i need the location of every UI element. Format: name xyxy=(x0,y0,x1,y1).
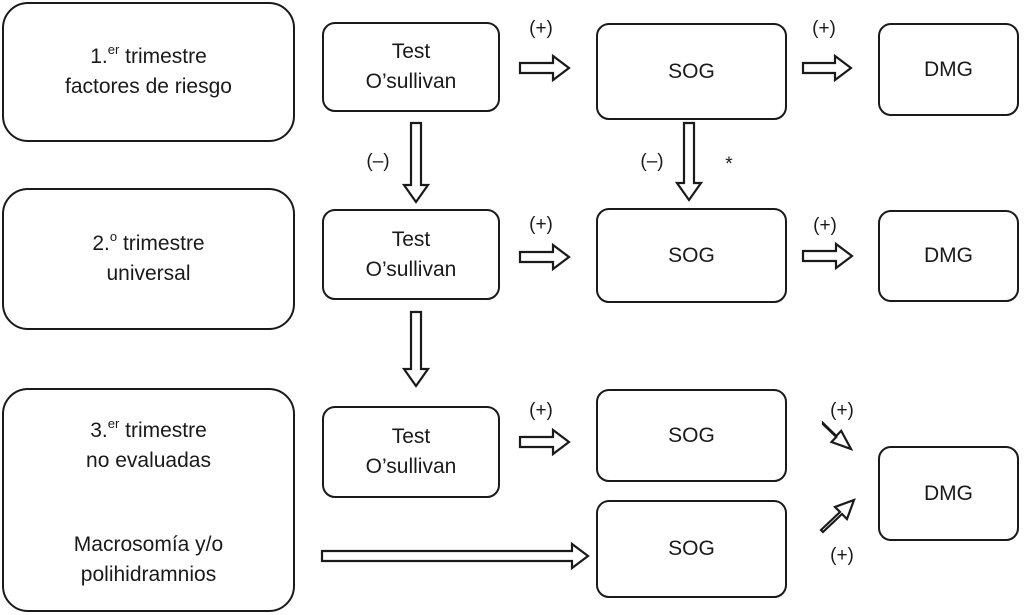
sog-box-row1: SOG xyxy=(596,23,787,120)
arrow-test-to-sog-row2 xyxy=(518,242,571,272)
stage-third-trimester-subtitle: no evaluadas xyxy=(86,449,211,472)
test-osullivan-box-row1: Test O’sullivan xyxy=(322,22,500,112)
stage-third-trimester-condition-line2: polihidramnios xyxy=(80,563,217,586)
dmg-box-row2: DMG xyxy=(878,210,1019,302)
dmg-label: DMG xyxy=(924,481,973,505)
dmg-label: DMG xyxy=(924,57,973,81)
arrow-test-to-sog-row3 xyxy=(518,427,571,457)
test-osullivan-name: O’sullivan xyxy=(365,257,457,281)
label-negative-sog-row1: (–) xyxy=(640,151,664,172)
sog-box-row2: SOG xyxy=(596,208,787,303)
arrow-test-to-sog-row1 xyxy=(518,53,571,83)
label-asterisk: * xyxy=(725,154,733,175)
stage-first-trimester: 1.er trimestre factores de riesgo xyxy=(2,2,295,142)
label-positive-sog-dmg-row1: (+) xyxy=(812,18,836,39)
label-positive-sog-dmg-row2: (+) xyxy=(813,215,837,236)
label-positive-test-sog-row3: (+) xyxy=(529,400,553,421)
test-osullivan-label: Test xyxy=(391,227,431,251)
test-osullivan-box-row2: Test O’sullivan xyxy=(322,209,500,300)
stage-third-trimester-title: 3.er trimestre xyxy=(90,416,207,442)
label-negative-test-row1: (–) xyxy=(366,151,390,172)
stage-first-trimester-title: 1.er trimestre xyxy=(90,42,207,68)
stage-second-trimester-title: 2.o trimestre xyxy=(92,229,205,255)
sog-box-row4: SOG xyxy=(596,500,787,598)
label-positive-sog-dmg-row4: (+) xyxy=(830,545,854,566)
sog-label: SOG xyxy=(668,243,715,267)
test-osullivan-name: O’sullivan xyxy=(365,70,457,93)
stage-second-trimester-subtitle: universal xyxy=(106,262,191,285)
stage-first-trimester-subtitle: factores de riesgo xyxy=(65,75,232,98)
arrow-sog-row1-to-sog-row2 xyxy=(674,121,704,202)
label-positive-sog-dmg-row3: (+) xyxy=(830,400,854,421)
label-positive-test-sog-row1: (+) xyxy=(529,18,553,39)
arrow-sog-row4-to-dmg xyxy=(819,498,856,534)
test-osullivan-label: Test xyxy=(391,40,431,63)
test-osullivan-label: Test xyxy=(391,425,431,448)
arrow-test-row2-to-test-row3 xyxy=(401,310,431,388)
stage-second-trimester: 2.o trimestre universal xyxy=(2,188,295,330)
stage-third-trimester-condition-line1: Macrosomía y/o xyxy=(73,533,224,556)
arrow-sog-to-dmg-row1 xyxy=(801,53,853,83)
sog-label: SOG xyxy=(668,423,715,447)
label-positive-test-sog-row2: (+) xyxy=(529,214,553,235)
test-osullivan-name: O’sullivan xyxy=(365,455,457,478)
sog-label: SOG xyxy=(668,537,715,560)
arrow-sog-row3-to-dmg xyxy=(821,420,854,452)
sog-box-row3: SOG xyxy=(596,389,787,482)
arrow-condition-to-sog-row4 xyxy=(320,541,590,571)
dmg-box-row1: DMG xyxy=(878,23,1019,116)
test-osullivan-box-row3: Test O’sullivan xyxy=(322,406,500,498)
arrow-sog-to-dmg-row2 xyxy=(801,241,854,271)
stage-third-trimester: 3.er trimestre no evaluadas Macrosomía y… xyxy=(2,388,295,612)
dmg-label: DMG xyxy=(924,244,973,267)
dmg-box-row3: DMG xyxy=(878,446,1019,541)
sog-label: SOG xyxy=(668,59,715,83)
arrow-test-row1-to-test-row2 xyxy=(401,121,431,204)
